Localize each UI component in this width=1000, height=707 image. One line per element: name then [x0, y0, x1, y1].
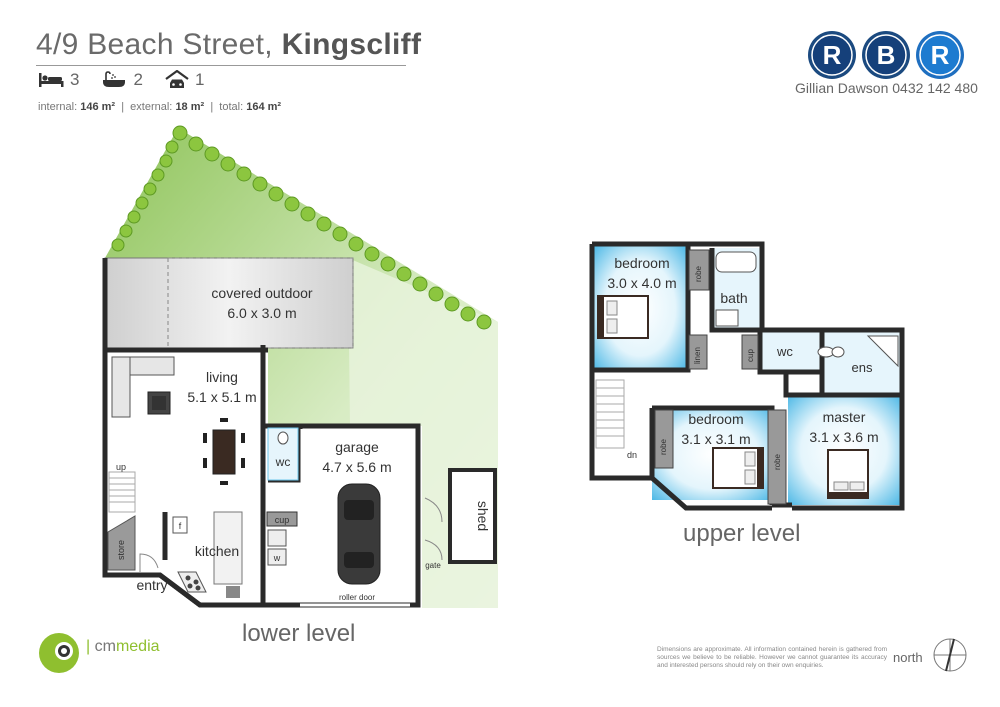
entry-label: entry: [136, 577, 167, 593]
bedroom1-dimensions: 3.0 x 4.0 m: [607, 275, 676, 291]
upper-stairs: [595, 379, 625, 449]
lower-stairs: [108, 471, 136, 513]
cmmedia-logo-icon: [39, 633, 79, 673]
sofa: [111, 356, 175, 418]
covered-outdoor-dimensions: 6.0 x 3.0 m: [227, 305, 296, 321]
upper-wc-label: wc: [776, 344, 793, 359]
ensuite-shower: [866, 335, 899, 368]
suburb: Kingscliff: [281, 28, 422, 61]
cooktop: [177, 571, 207, 593]
disclaimer-text: Dimensions are approximate. All informat…: [657, 646, 887, 669]
bathtub-icon: [103, 71, 126, 87]
covered-outdoor-label: covered outdoor: [211, 285, 313, 301]
bedroom2-robe-label: robe: [659, 438, 668, 455]
lower-wc-label: wc: [275, 455, 291, 469]
garage-dimensions: 4.7 x 5.6 m: [322, 459, 391, 475]
garage-car-icon: [165, 70, 189, 88]
upper-wc-floor: [760, 332, 822, 372]
upper-cup-label: cup: [746, 349, 755, 362]
floor-areas: internal: 146 m² | external: 18 m² | tot…: [38, 101, 282, 113]
property-address: 4/9 Beach Street, Kingscliff: [36, 28, 421, 62]
bedroom1-robe-label: robe: [694, 265, 703, 282]
lower-cup: [266, 511, 298, 527]
agent-contact: Gillian Dawson 0432 142 480: [795, 80, 978, 96]
entry-door-swing: [139, 553, 159, 572]
bedroom2-bed: [712, 447, 764, 489]
ensuite-basin: [831, 346, 845, 358]
internal-area: 146 m²: [80, 101, 116, 113]
garage-label: garage: [335, 439, 379, 455]
linen-label: linen: [693, 347, 702, 364]
gate-swing-2: [424, 539, 443, 561]
bedroom1-label: bedroom: [614, 255, 669, 271]
north-label: north: [893, 650, 923, 665]
lower-toilet: [277, 431, 289, 445]
store-label: store: [116, 540, 126, 560]
title-divider: [36, 65, 406, 66]
bedroom1-bed: [597, 295, 649, 339]
upper-cup: [741, 334, 759, 370]
covered-outdoor-area: [104, 257, 354, 349]
logo-letter-3: R: [931, 40, 950, 70]
logo-circle-r2: [916, 31, 964, 79]
street-address: 4/9 Beach Street,: [36, 28, 273, 61]
rbr-logo: R B R: [808, 31, 964, 79]
stairs-down-label: dn: [627, 450, 637, 460]
linen-cupboard: [688, 334, 708, 370]
upper-level-title: upper level: [683, 520, 801, 547]
property-stats: 3 2 1: [38, 70, 204, 90]
washer-label: w: [273, 553, 281, 563]
shed: [448, 468, 497, 564]
master-dimensions: 3.1 x 3.6 m: [809, 429, 878, 445]
bedroom2-label: bedroom: [688, 411, 743, 427]
hedge-row: [111, 125, 492, 330]
logo-letter-2: B: [877, 40, 896, 70]
lawn-yard: [105, 128, 498, 608]
shed-label: shed: [475, 501, 491, 531]
bedroom-count: 3: [38, 70, 79, 90]
car: [337, 483, 381, 585]
bedroom1-robe: [688, 249, 710, 291]
ensuite-label: ens: [852, 360, 873, 375]
total-area: 164 m²: [246, 101, 282, 113]
master-robe-label: robe: [773, 453, 782, 470]
bedroom2-dimensions: 3.1 x 3.1 m: [681, 431, 750, 447]
washer: [267, 548, 287, 566]
gate-label: gate: [425, 561, 441, 570]
bed-icon: [39, 73, 64, 87]
bath-vanity: [715, 309, 739, 327]
living-dimensions: 5.1 x 5.1 m: [187, 389, 256, 405]
logo-letter-1: R: [823, 40, 842, 70]
gate-swing-1: [424, 497, 443, 523]
fridge-label: f: [179, 521, 182, 531]
kitchen-label: kitchen: [195, 543, 239, 559]
master-bed: [827, 449, 869, 499]
external-area: 18 m²: [175, 101, 205, 113]
fridge: [172, 516, 188, 534]
north-compass-icon: [933, 638, 967, 672]
store-room: [107, 515, 136, 571]
roller-door-label: roller door: [339, 593, 375, 602]
garage-count: 1: [165, 70, 204, 90]
kitchen-sink: [226, 586, 240, 598]
master-label: master: [823, 409, 866, 425]
logo-circle-r1: [808, 31, 856, 79]
bath-label: bath: [720, 290, 747, 306]
kitchen-bench: [213, 511, 243, 585]
lower-level-title: lower level: [242, 620, 356, 647]
cmmedia-brand: | cmmedia: [86, 638, 160, 655]
logo-circle-b: [862, 31, 910, 79]
living-label: living: [206, 369, 238, 385]
bedroom2-robe: [654, 409, 674, 469]
bathroom-count: 2: [101, 70, 143, 90]
master-robe: [767, 409, 787, 505]
lower-cup-label: cup: [275, 515, 290, 525]
dining-table: [203, 418, 245, 485]
bathtub: [715, 251, 757, 273]
stairs-up-label: up: [116, 462, 126, 472]
laundry-tub: [267, 529, 287, 547]
